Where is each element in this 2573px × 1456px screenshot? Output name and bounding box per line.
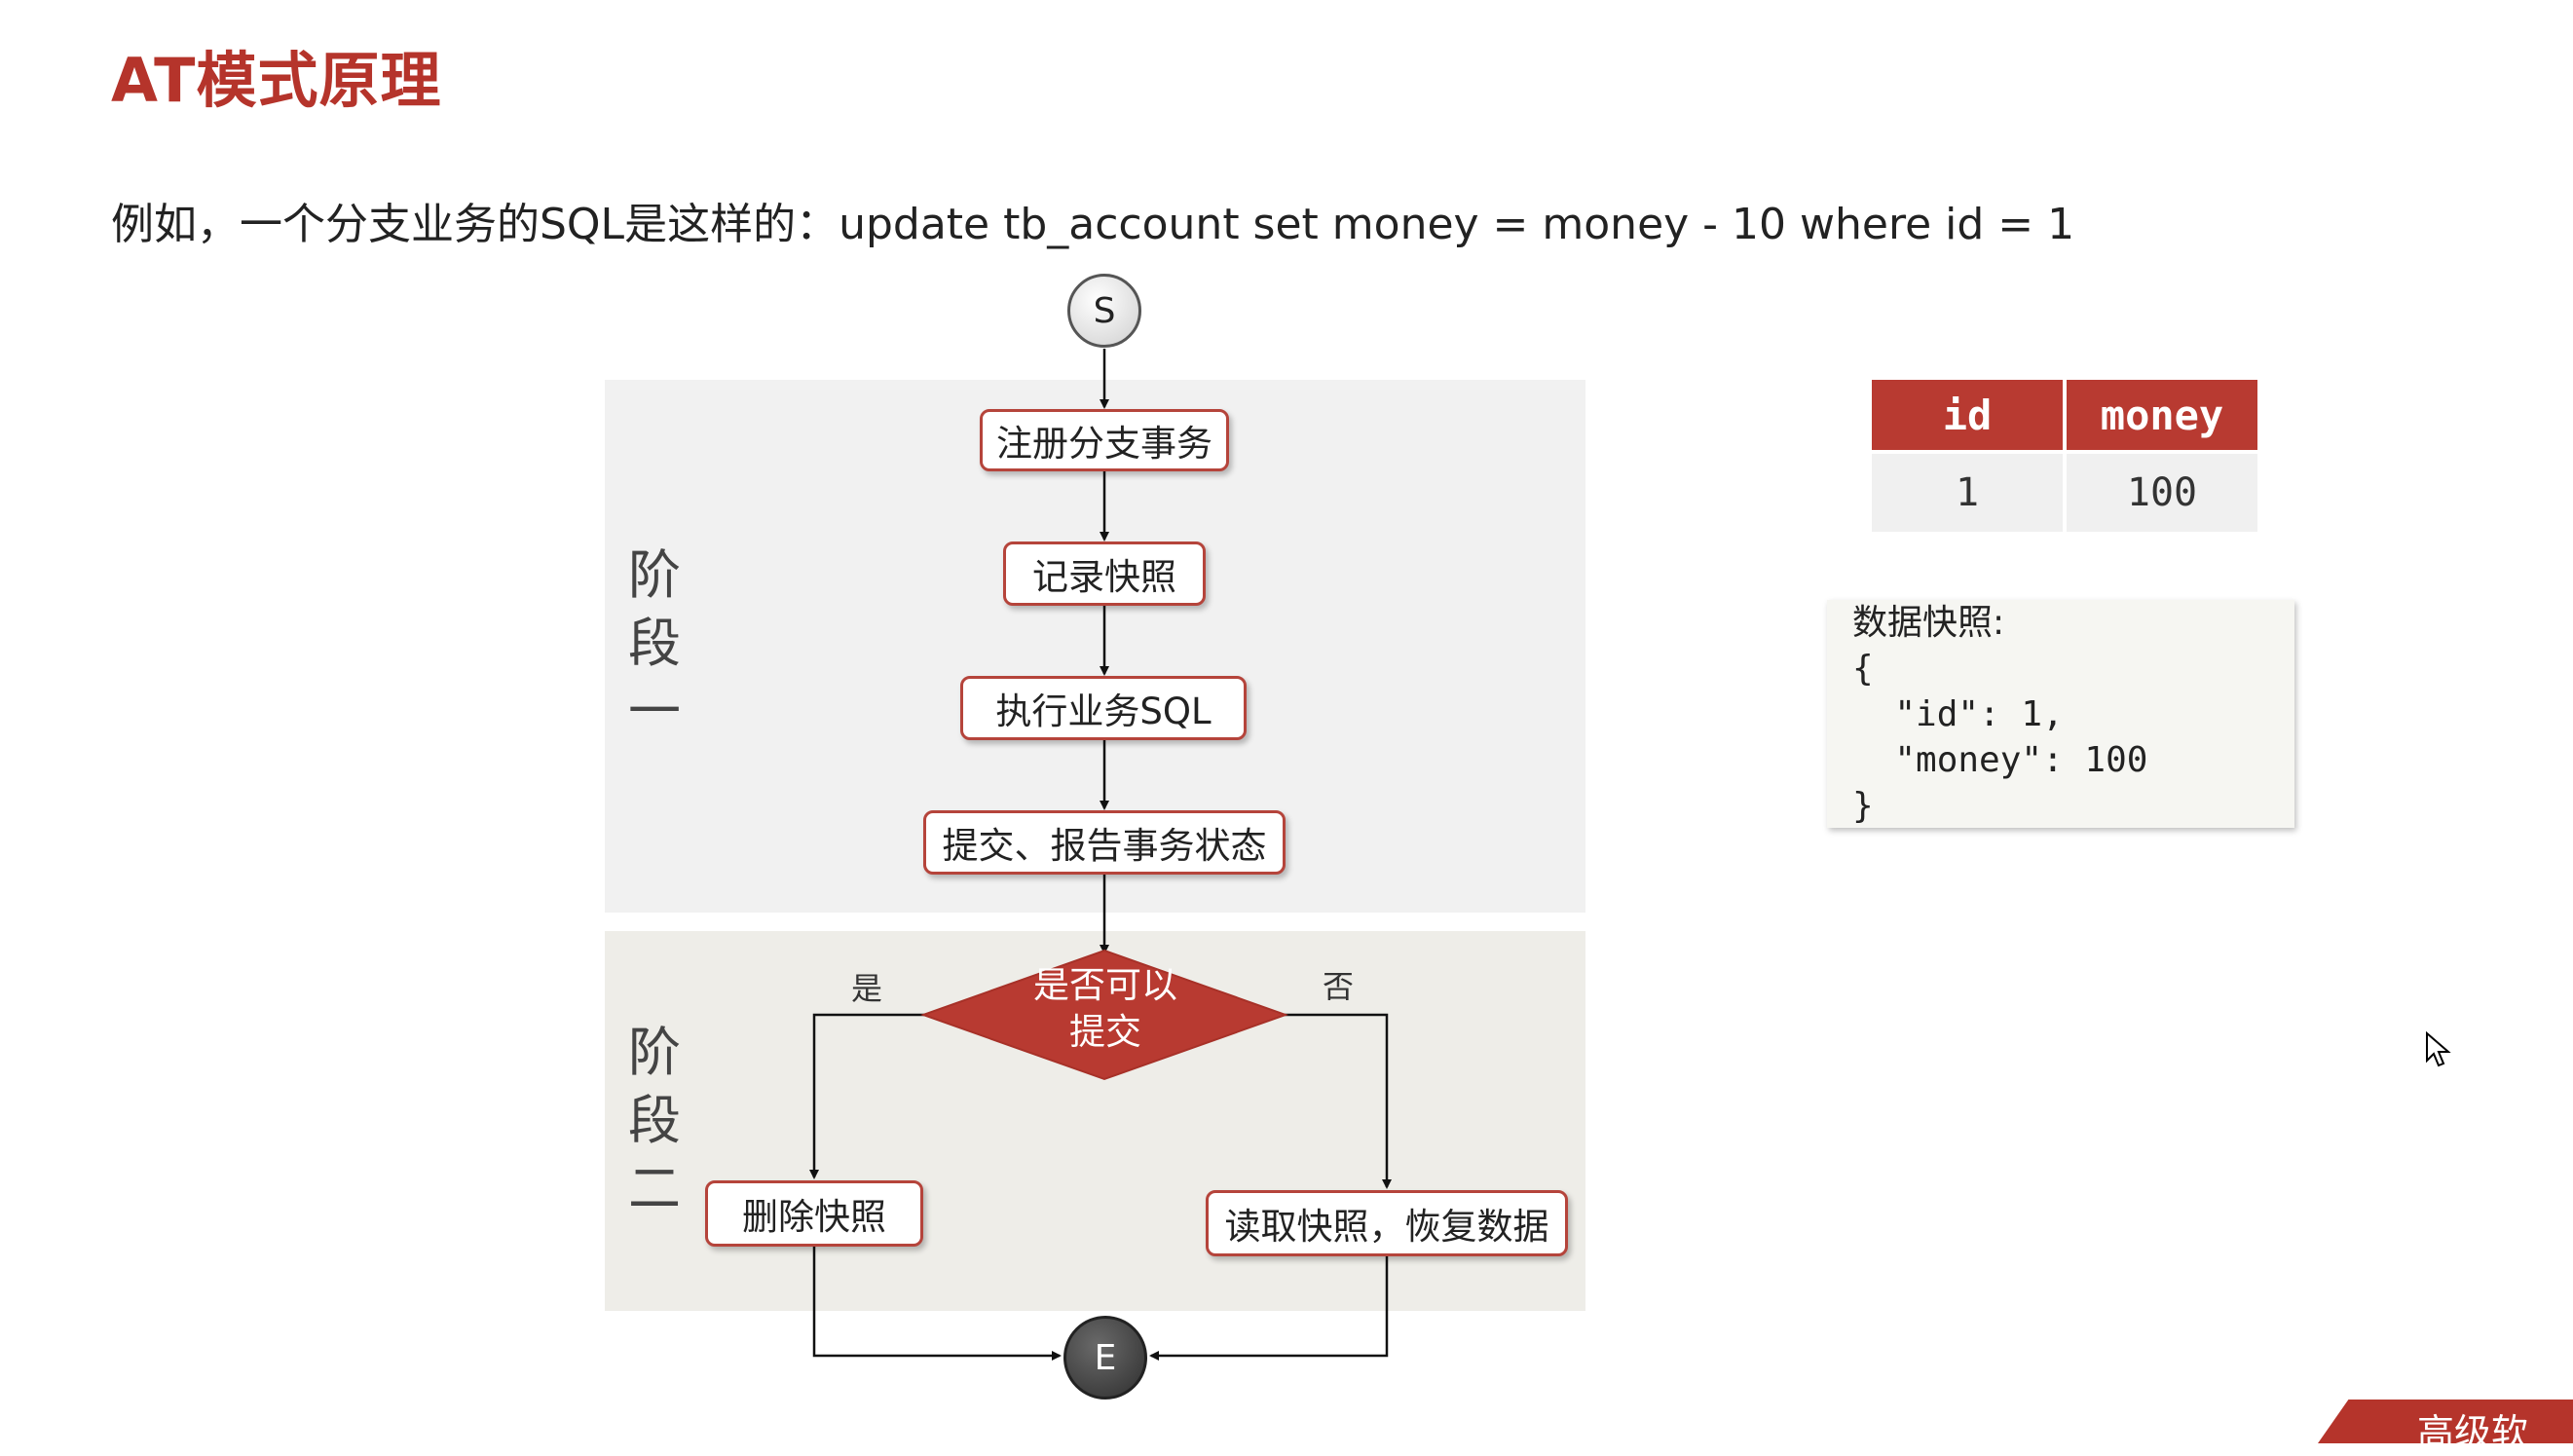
snapshot-line: "money": 100 [1852,740,2148,780]
start-node: S [1067,274,1141,348]
table-row: 1 100 [1872,450,2257,532]
step-record-snapshot: 记录快照 [1003,541,1206,606]
intro-text: 例如，一个分支业务的SQL是这样的：update tb_account set … [111,200,2075,249]
end-node: E [1063,1316,1147,1400]
no-branch-label: 否 [1323,968,1355,1005]
table-header-row: id money [1872,380,2257,450]
phase-one-label: 阶 段 一 [628,544,681,742]
step-register-branch: 注册分支事务 [980,409,1229,471]
snapshot-line: } [1852,786,1874,826]
action-delete-snapshot: 删除快照 [705,1180,923,1247]
corner-banner-text: 高级软 [2417,1411,2529,1454]
column-header-money: money [2067,380,2257,450]
step-commit-report: 提交、报告事务状态 [923,810,1286,875]
column-header-id: id [1872,380,2063,450]
mouse-cursor-icon [2426,1031,2451,1067]
phase-two-label: 阶 段 二 [628,1022,681,1219]
decision-label: 是否可以 提交 [1033,964,1177,1053]
snapshot-line: { [1852,649,1874,689]
cell-money: 100 [2067,450,2257,532]
yes-branch-label: 是 [851,970,883,1007]
corner-banner [2318,1400,2573,1443]
step-execute-sql: 执行业务SQL [960,676,1247,740]
action-restore-data: 读取快照，恢复数据 [1206,1190,1568,1256]
snapshot-line: "id": 1, [1852,694,2064,734]
snapshot-title: 数据快照: [1852,603,2005,643]
account-table: id money 1 100 [1868,380,2261,532]
data-snapshot-panel: 数据快照: { "id": 1, "money": 100} [1827,600,2294,828]
page-title: AT模式原理 [111,45,442,116]
cell-id: 1 [1872,450,2063,532]
